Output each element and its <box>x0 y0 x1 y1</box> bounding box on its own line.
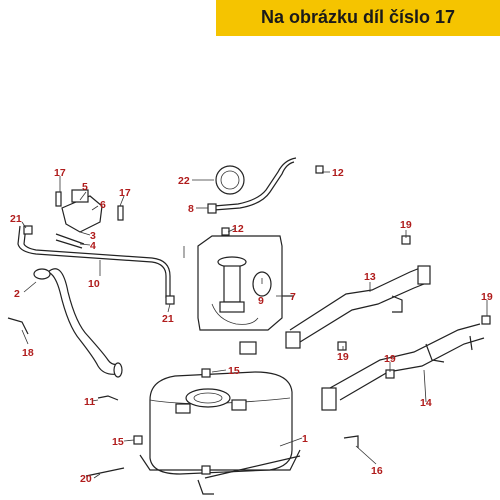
callout-19-middle: 19 <box>337 351 349 363</box>
callout-19-lower: 19 <box>384 353 396 365</box>
callout-2: 2 <box>14 288 20 300</box>
fuel-line <box>207 157 297 214</box>
callout-3: 3 <box>90 230 96 242</box>
filler-neck-hose <box>33 268 123 378</box>
callout-5: 5 <box>82 181 88 193</box>
fasteners <box>7 165 491 477</box>
callout-19-right: 19 <box>481 291 493 303</box>
callout-15-left: 15 <box>112 436 124 448</box>
callout-19-upper: 19 <box>400 219 412 231</box>
callout-21-left: 21 <box>10 213 22 225</box>
callout-7: 7 <box>290 291 296 303</box>
part-number-banner: Na obrázku díl číslo 17 <box>216 0 500 36</box>
leader-lines <box>21 171 488 479</box>
callout-12-pump: 12 <box>232 223 244 235</box>
pump-gasket <box>215 165 245 195</box>
callout-20: 20 <box>80 473 92 485</box>
fuel-pump-module <box>197 235 294 355</box>
callout-10: 10 <box>88 278 100 290</box>
callout-15-tank: 15 <box>228 365 240 377</box>
callout-6: 6 <box>100 199 106 211</box>
vent-valve-assembly <box>55 189 103 249</box>
callout-12-top: 12 <box>332 167 344 179</box>
callout-11: 11 <box>84 396 95 408</box>
callout-8: 8 <box>188 203 194 215</box>
callout-16: 16 <box>371 465 383 477</box>
callout-1: 1 <box>302 433 308 445</box>
banner-text: Na obrázku díl číslo 17 <box>260 7 456 27</box>
frame-rail-14 <box>321 323 485 411</box>
callout-4: 4 <box>90 240 96 252</box>
callout-17-right: 17 <box>119 187 131 199</box>
breather-tube <box>17 225 171 298</box>
callout-22: 22 <box>178 175 190 187</box>
callout-18: 18 <box>22 347 34 359</box>
frame-rail-13 <box>285 265 431 349</box>
callout-14: 14 <box>420 397 432 409</box>
fuel-tank <box>139 371 301 495</box>
callout-9: 9 <box>258 295 264 307</box>
callout-21-right: 21 <box>162 313 174 325</box>
callout-13: 13 <box>364 271 376 283</box>
callout-17-left: 17 <box>54 167 66 179</box>
